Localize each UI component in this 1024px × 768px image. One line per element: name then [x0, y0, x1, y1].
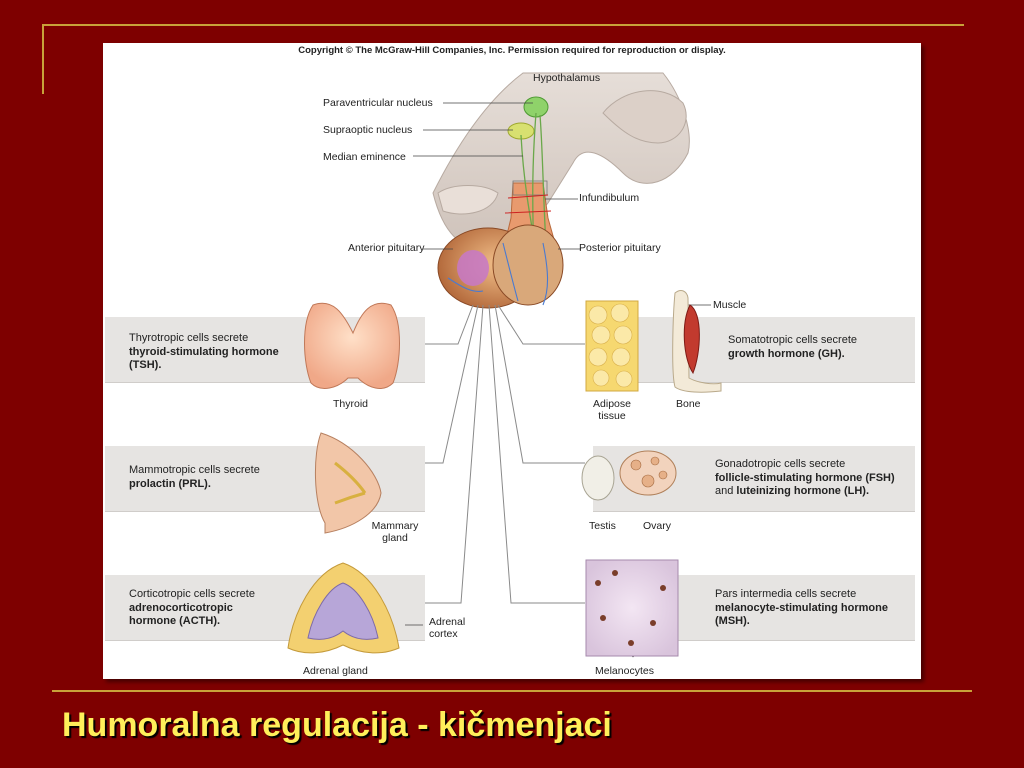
pituitary-illustration	[287, 72, 722, 658]
label-adrenal-cortex: Adrenal cortex	[429, 616, 465, 640]
box-acth-bold1: adrenocorticotropic	[129, 601, 233, 614]
label-ovary: Ovary	[643, 520, 672, 532]
mammary-gland-shape	[314, 432, 382, 534]
box-acth-bold2: hormone (ACTH).	[129, 615, 221, 627]
posterior-pituitary-shape	[492, 224, 564, 306]
box-msh-bold1: melanocyte-stimulating hormone	[715, 601, 888, 614]
box-msh-line1: Pars intermedia cells secrete	[715, 588, 857, 600]
label-melanocytes: Melanocytes	[595, 665, 654, 677]
box-prl-bold1: prolactin (PRL).	[129, 477, 211, 490]
pituitary-vessels	[447, 242, 549, 306]
slide-title: Humoralna regulacija - kičmenjaci	[62, 706, 612, 744]
box-fsh-line3a: and	[715, 485, 737, 497]
muscle-shape	[683, 304, 700, 375]
thyroid-shape	[304, 302, 400, 389]
label-adipose-line1: Adipose	[593, 398, 631, 410]
box-msh-bold2: (MSH).	[715, 615, 750, 627]
label-adrenal-cortex-line1: Adrenal	[429, 616, 466, 628]
box-gh-bold1: growth hormone (GH).	[728, 347, 845, 360]
label-pointers	[405, 102, 711, 658]
label-thyroid: Thyroid	[333, 398, 369, 410]
melanocyte-cells	[595, 570, 666, 646]
frame-line-left	[42, 24, 44, 94]
box-gh-line1: Somatotropic cells secrete	[728, 334, 857, 346]
label-anterior-pituitary: Anterior pituitary	[348, 242, 425, 254]
box-tsh-line1: Thyrotropic cells secrete	[129, 332, 249, 344]
box-fsh: Gonadotropic cells secrete follicle-stim…	[593, 446, 915, 512]
copyright-notice: Copyright © The McGraw-Hill Companies, I…	[298, 45, 726, 56]
label-muscle: Muscle	[713, 299, 747, 311]
box-acth-line1: Corticotropic cells secrete	[129, 588, 255, 600]
label-mammary-gland: Mammary gland	[365, 520, 425, 544]
frame-line-top	[42, 24, 964, 26]
label-adipose-tissue: Adipose tissue	[588, 398, 636, 422]
label-bone: Bone	[676, 398, 701, 410]
label-mammary-line1: Mammary	[371, 520, 419, 532]
melanocyte-tissue-shape	[585, 559, 679, 657]
label-paraventricular-nucleus: Paraventricular nucleus	[323, 97, 433, 109]
label-adrenal-cortex-line2: cortex	[429, 628, 458, 640]
label-adipose-line2: tissue	[598, 410, 626, 422]
infundibulum-outline	[512, 180, 548, 196]
mammary-lobules	[334, 461, 367, 505]
optic-chiasm	[437, 185, 499, 215]
box-fsh-bold3: luteinizing hormone (LH).	[736, 485, 870, 497]
bone-shape	[672, 290, 722, 393]
figure-panel: Copyright © The McGraw-Hill Companies, I…	[103, 43, 921, 679]
brain-fold	[602, 90, 687, 144]
testis-shape	[581, 455, 615, 501]
label-supraoptic-nucleus: Supraoptic nucleus	[323, 124, 413, 136]
frame-line-bottom	[52, 690, 972, 692]
adipose-cells	[588, 303, 633, 388]
box-fsh-bold1: follicle-stimulating hormone (FSH)	[715, 471, 895, 484]
portal-vessels	[504, 194, 552, 214]
connector-lines	[425, 304, 585, 604]
ovary-follicles	[630, 456, 668, 488]
box-tsh-bold1: thyroid-stimulating hormone	[129, 345, 279, 358]
box-prl-line1: Mammotropic cells secrete	[129, 464, 260, 476]
box-tsh-bold2: (TSH).	[129, 359, 162, 371]
ovary-shape	[619, 450, 677, 496]
label-median-eminence: Median eminence	[323, 151, 406, 163]
anterior-cell-cluster	[457, 250, 489, 286]
label-testis: Testis	[589, 520, 616, 532]
label-infundibulum: Infundibulum	[579, 192, 640, 204]
label-hypothalamus: Hypothalamus	[533, 72, 601, 84]
adrenal-medulla-shape	[307, 582, 379, 640]
box-gh: Somatotropic cells secrete growth hormon…	[593, 317, 915, 383]
label-adrenal-gland: Adrenal gland	[303, 665, 368, 677]
label-mammary-line2: gland	[382, 532, 408, 544]
box-fsh-line1: Gonadotropic cells secrete	[715, 458, 846, 470]
label-posterior-pituitary: Posterior pituitary	[579, 242, 661, 254]
